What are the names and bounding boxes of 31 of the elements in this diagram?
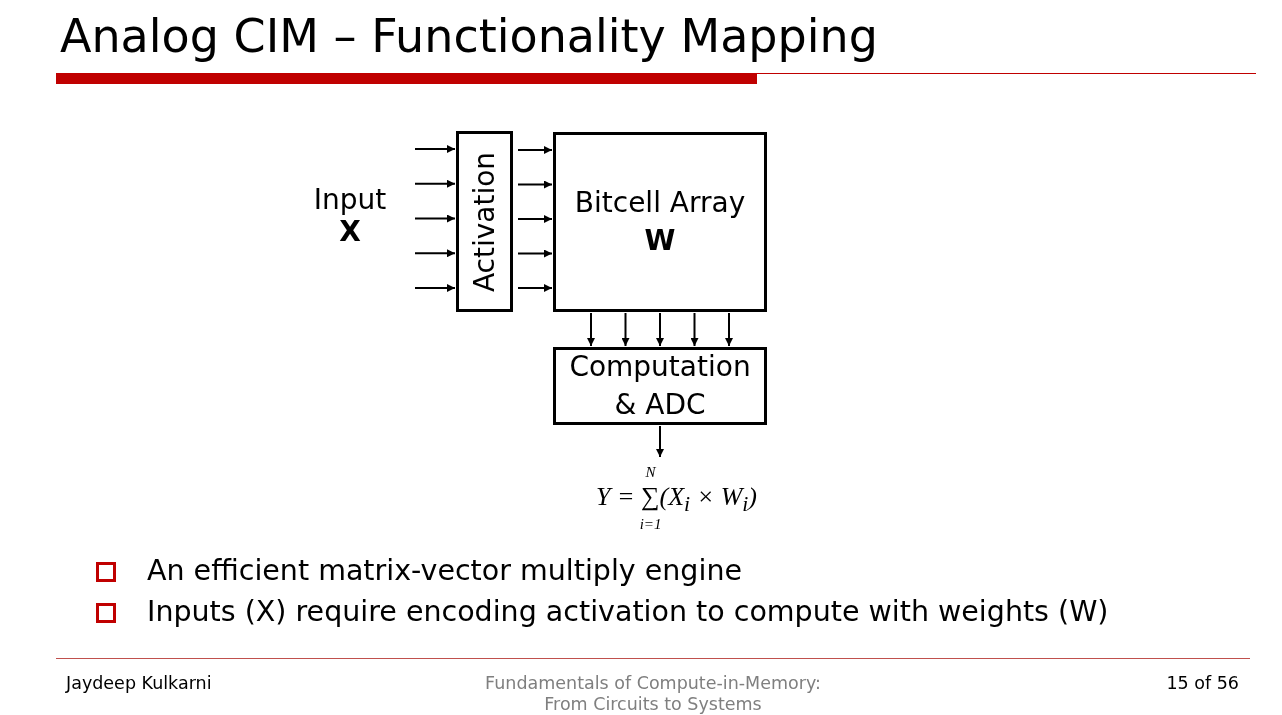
arrow: [621, 312, 630, 347]
arrow: [414, 214, 456, 223]
arrow: [517, 180, 553, 189]
bullet-text: An efficient matrix-vector multiply engine: [147, 554, 742, 588]
slide-title: Analog CIM – Functionality Mapping: [60, 8, 878, 64]
page-number: 15 of 56: [1166, 673, 1239, 694]
arrow: [517, 146, 553, 154]
arrow: [517, 249, 553, 258]
arrow: [414, 249, 456, 258]
bitcell-array-box: [553, 132, 767, 312]
arrow: [414, 179, 456, 188]
input-label: Input: [313, 184, 387, 216]
arrow: [725, 312, 733, 347]
array-label: Bitcell Array: [574, 185, 746, 221]
arrow: [414, 284, 456, 292]
input-symbol: X: [339, 216, 361, 248]
activation-label: Activation: [468, 151, 501, 292]
arrow: [517, 215, 553, 223]
arrow: [517, 284, 553, 292]
arrow: [414, 145, 456, 153]
block-label: Computation & ADC: [568, 349, 752, 423]
weight-symbol: W: [644, 223, 676, 259]
arrow: [656, 425, 664, 458]
computation-adc-box: [553, 347, 767, 425]
footer-title: Fundamentals of Compute-in-Memory: From Circuits to Systems: [484, 673, 822, 715]
arrow: [690, 312, 699, 347]
arrow: [587, 312, 595, 347]
author-name: Jaydeep Kulkarni: [66, 673, 212, 694]
activation-box: [456, 131, 513, 312]
arrow: [656, 312, 664, 347]
bullet-text: Inputs (X) require encoding activation to compute with weights (W): [147, 595, 1109, 629]
